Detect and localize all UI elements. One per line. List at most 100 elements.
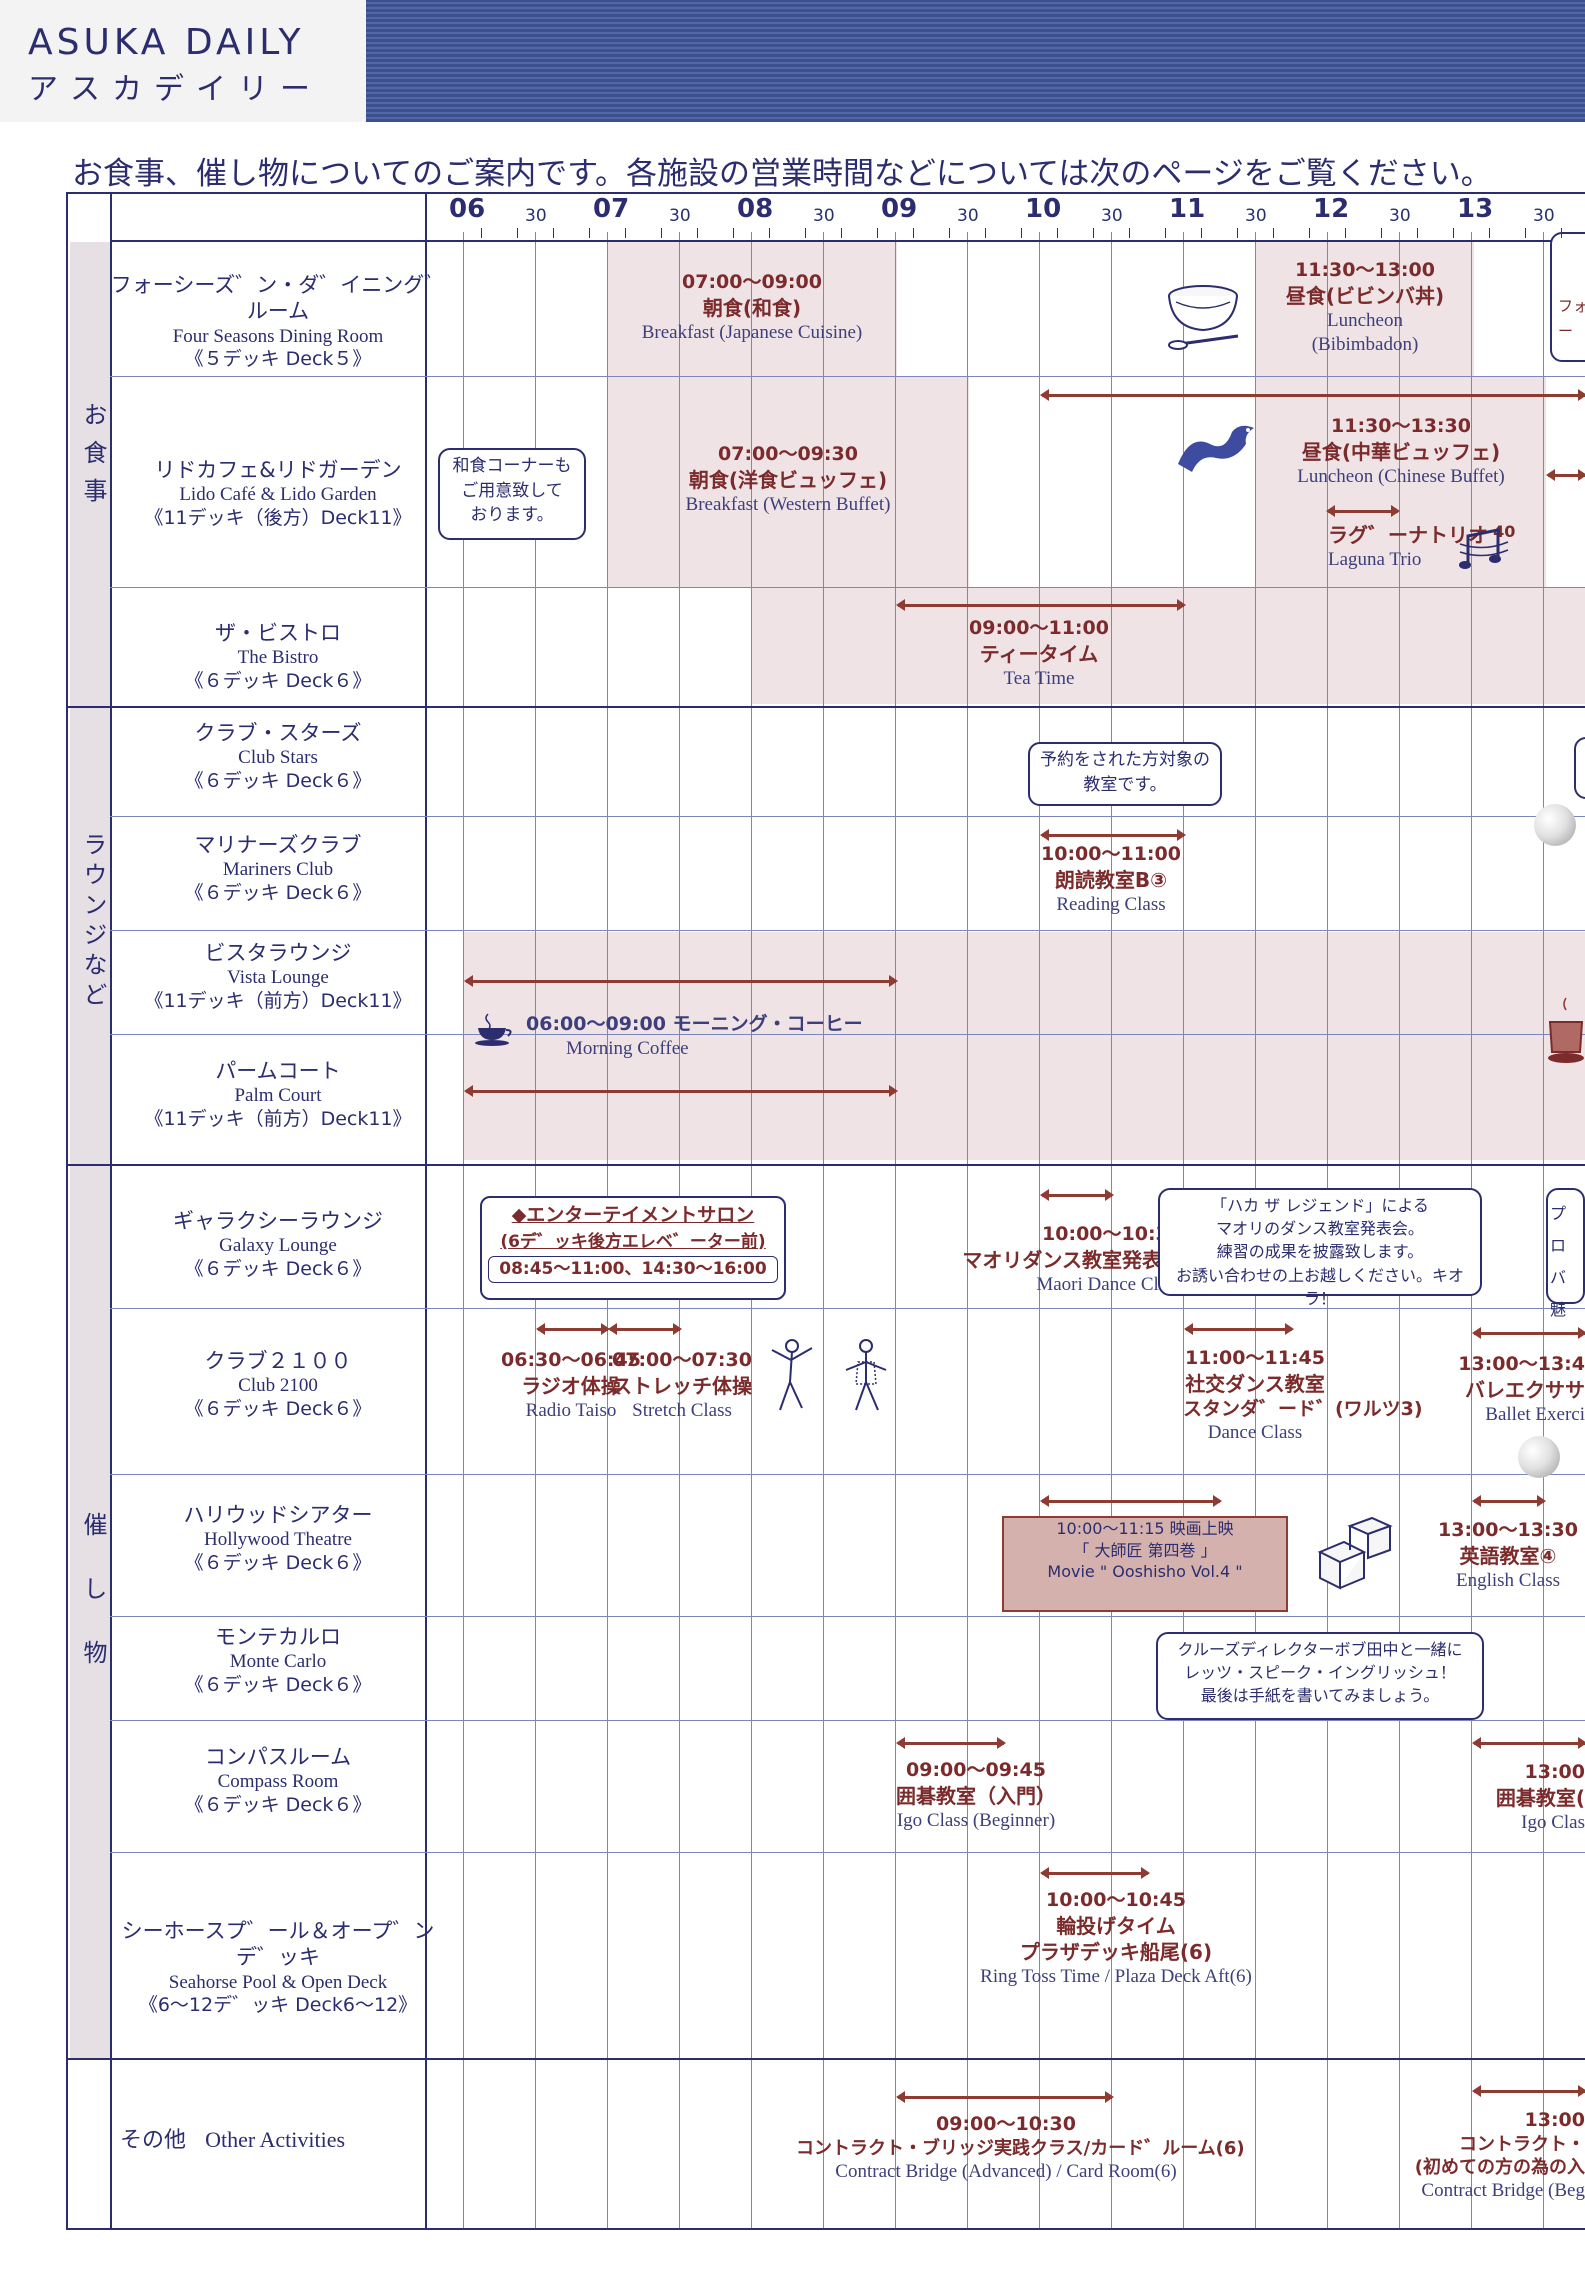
event-title-ja: マオリダンス教室発表会 bbox=[962, 1247, 1182, 1272]
lido-arrow-cut bbox=[1546, 469, 1585, 481]
event-title-ja: ティータイム bbox=[979, 641, 1099, 666]
coffee-cups-icon bbox=[1548, 997, 1584, 1063]
time-tick bbox=[769, 228, 770, 238]
venue-compass: コンパスルーム Compass Room 《６デッキ Deck６》 bbox=[110, 1744, 446, 1818]
event-title-ja: コントラクト・ bbox=[1459, 2133, 1585, 2155]
event-title-en: Breakfast (Japanese Cuisine) bbox=[641, 321, 863, 343]
maori-arrow bbox=[1040, 1189, 1114, 1201]
event-title-en: Stretch Class bbox=[632, 1399, 732, 1421]
venue-deck: 《６デッキ Deck６》 bbox=[184, 882, 372, 904]
event-title-en: English Class bbox=[1456, 1569, 1560, 1591]
event-title-ja: 社交ダンス教室 bbox=[1185, 1371, 1325, 1396]
event-title-ja: コントラクト・ブリッジ実践クラス/カード゛ルーム(6) bbox=[796, 2137, 1245, 2159]
event-title-en: Movie " Ooshisho Vol.4 " bbox=[1047, 1562, 1243, 1582]
time-tick bbox=[697, 228, 698, 238]
event-contract-bridge-2: 13:00 コントラクト・ (初めての方の為の入 Contract Bridge… bbox=[1366, 2108, 1585, 2204]
event-title-ja: 朝食(洋食ビュッフェ) bbox=[688, 467, 888, 492]
lido-lunch-arrow bbox=[1040, 389, 1585, 401]
event-title-en: Maori Dance Class bbox=[1036, 1273, 1182, 1295]
time-tick bbox=[1093, 228, 1094, 238]
event-lido-breakfast: 07:00～09:30 朝食(洋食ビュッフェ) Breakfast (Weste… bbox=[607, 442, 969, 517]
event-title-ja: 昼食(ビビンバ丼) bbox=[1285, 283, 1445, 308]
laguna-arrow bbox=[1326, 505, 1400, 517]
event-time: 06:30～06:45 bbox=[501, 1349, 641, 1371]
event-igo-2: 13:00 囲碁教室( Igo Clas bbox=[1466, 1760, 1585, 1835]
bubble-line: マオリのダンス教室発表会。 bbox=[1216, 1219, 1424, 1239]
event-title-ja: 昼食(中華ビュッフェ) bbox=[1301, 439, 1501, 464]
time-tick bbox=[517, 228, 518, 238]
time-tick bbox=[949, 228, 950, 238]
event-title-en: Luncheon (Chinese Buffet) bbox=[1297, 465, 1505, 487]
fs-cut-bubble: フォー bbox=[1550, 232, 1585, 362]
category-dining: お食事 bbox=[79, 402, 107, 516]
bubble-line: クルーズディレクターボブ田中と一緒に bbox=[1177, 1640, 1463, 1659]
venue-deck: 《６デッキ Deck６》 bbox=[184, 670, 372, 692]
venue-galaxy: ギャラクシーラウンジ Galaxy Lounge 《６デッキ Deck６》 bbox=[110, 1208, 446, 1282]
lido-bubble: 和食コーナーも ご用意致して おります。 bbox=[438, 448, 586, 540]
venue-name-ja: フォーシーズ゛ン・ダ゛イニング゛ルーム bbox=[110, 273, 446, 324]
time-tick bbox=[841, 228, 842, 238]
igo-arrow bbox=[896, 1737, 1006, 1749]
event-time: 10:00～11:00 bbox=[1041, 843, 1181, 865]
venue-other: その他 Other Activities bbox=[120, 2126, 456, 2155]
event-time: 13:00 bbox=[1524, 1761, 1585, 1783]
salon-location: (6デ゛ッキ後方エレベ゛ーター前) bbox=[500, 1231, 766, 1252]
event-time: 10:00～10:45 bbox=[1046, 1889, 1186, 1911]
event-title-ja: ラジオ体操 bbox=[521, 1373, 621, 1398]
sun-icon bbox=[1534, 804, 1576, 846]
venue-vista: ビスタラウンジ Vista Lounge 《11デッキ（前方）Deck11》 bbox=[110, 940, 446, 1014]
time-tick bbox=[1129, 228, 1130, 238]
venue-name-ja: その他 bbox=[120, 2128, 187, 2153]
half-label: 30 bbox=[1101, 206, 1123, 226]
time-tick bbox=[877, 228, 878, 238]
event-title-ja: ラグ゛ーナトリオ bbox=[1328, 523, 1488, 547]
venue-name-ja: ハリウッドシアター bbox=[183, 1503, 373, 1527]
venue-name-ja: クラブ２１００ bbox=[204, 1349, 352, 1373]
venue-name-en: Vista Lounge bbox=[227, 967, 329, 989]
ballet-arrow bbox=[1472, 1327, 1585, 1339]
event-title-en: Morning Coffee bbox=[566, 1037, 689, 1059]
bubble-line: バ bbox=[1550, 1268, 1567, 1287]
bubble-line: 魅 bbox=[1550, 1300, 1567, 1319]
bridge2-arrow bbox=[1472, 2085, 1585, 2097]
half-label: 30 bbox=[957, 206, 979, 226]
app-title: ASUKA DAILY bbox=[28, 22, 305, 63]
venue-name-ja: クラブ・スターズ bbox=[194, 721, 362, 745]
venue-monte-carlo: モンテカルロ Monte Carlo 《６デッキ Deck６》 bbox=[110, 1624, 446, 1698]
english-bubble: クルーズディレクターボブ田中と一緒に レッツ・スピーク・イングリッシュ！ 最後は… bbox=[1156, 1632, 1484, 1720]
hour-09: 09 bbox=[881, 194, 918, 224]
time-tick bbox=[661, 228, 662, 238]
venue-name-en: Hollywood Theatre bbox=[204, 1529, 352, 1551]
radio-arrow bbox=[536, 1323, 610, 1335]
event-time: 09:00～11:00 bbox=[969, 617, 1109, 639]
event-title-en-2: (Bibimbadon) bbox=[1311, 334, 1419, 356]
event-title-en: Dance Class bbox=[1207, 1422, 1303, 1444]
venue-name-en: Seahorse Pool & Open Deck bbox=[168, 1971, 388, 1993]
dance-arrow bbox=[1184, 1323, 1294, 1335]
event-title-en: Contract Bridge (Advanced) / Card Room(6… bbox=[835, 2161, 1177, 2183]
venue-name-en: Mariners Club bbox=[222, 859, 334, 881]
event-time: 11:30～13:30 bbox=[1331, 415, 1471, 437]
event-time: 13:00 bbox=[1524, 2109, 1585, 2131]
event-title-ja: 英語教室④ bbox=[1459, 1543, 1557, 1568]
event-lido-lunch: 11:30～13:30 昼食(中華ビュッフェ) Luncheon (Chines… bbox=[1256, 414, 1546, 489]
salon-hours: 08:45～11:00、14:30～16:00 bbox=[488, 1256, 778, 1283]
category-column bbox=[70, 242, 110, 2060]
venue-deck: 《６デッキ Deck６》 bbox=[184, 1674, 372, 1696]
bowl-icon bbox=[1168, 285, 1239, 350]
salon-box: ◆エンターテイメントサロン (6デ゛ッキ後方エレベ゛ーター前) 08:45～11… bbox=[480, 1196, 786, 1300]
bubble-line: ご用意致して bbox=[461, 480, 563, 501]
ice-cubes-icon bbox=[1317, 1516, 1393, 1590]
hour-07: 07 bbox=[593, 194, 630, 224]
event-title-en: Tea Time bbox=[1003, 667, 1075, 689]
category-events: 催し物 bbox=[79, 1512, 107, 1704]
movie-box: 10:00～11:15 映画上映 「 大師匠 第四巻 」 Movie " Oos… bbox=[1002, 1516, 1288, 1612]
event-contract-bridge: 09:00～10:30 コントラクト・ブリッジ実践クラス/カード゛ルーム(6) … bbox=[796, 2112, 1245, 2185]
hour-10: 10 bbox=[1025, 194, 1062, 224]
exercise-figures-icon bbox=[771, 1339, 887, 1411]
event-fs-lunch: 11:30～13:00 昼食(ビビンバ丼) Luncheon (Bibimbad… bbox=[1256, 258, 1474, 358]
time-tick bbox=[805, 228, 806, 238]
event-title-en: Reading Class bbox=[1056, 893, 1166, 915]
venue-deck: 《６デッキ Deck６》 bbox=[184, 1794, 372, 1816]
venue-name-en: Four Seasons Dining Room bbox=[172, 325, 384, 347]
